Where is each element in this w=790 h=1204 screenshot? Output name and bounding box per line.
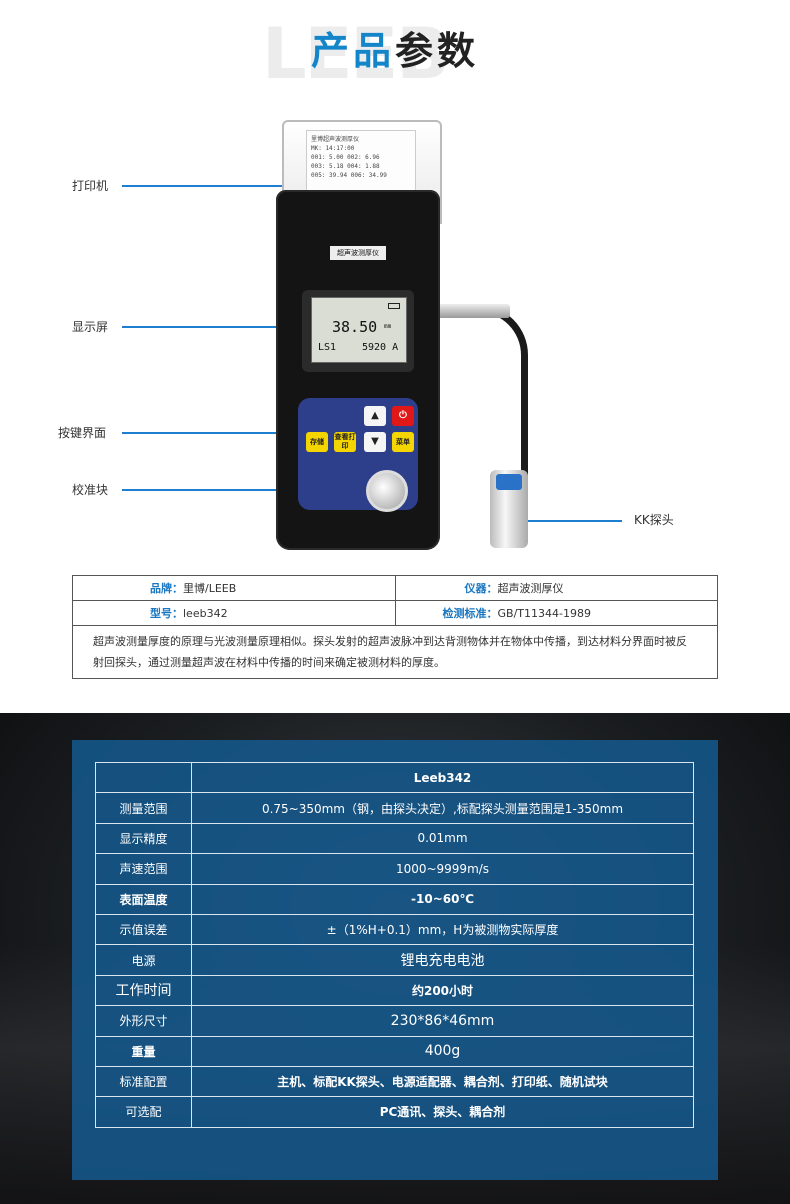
down-arrow-icon[interactable]: ▼ [364, 432, 386, 452]
spec-value: 230*86*46mm [191, 1005, 694, 1037]
callout-calibration-line [122, 489, 372, 491]
spec-value: -10~60℃ [191, 883, 694, 915]
up-arrow-icon[interactable]: ▲ [364, 406, 386, 426]
page-title: 产品参数 [0, 26, 790, 76]
spec-key: 声速范围 [95, 853, 192, 885]
device-screen: 38.50 mm LS1 5920 A [311, 297, 407, 363]
callout-keypad-label: 按键界面 [58, 426, 107, 440]
spec-row: 工作时间约200小时 [95, 974, 694, 1007]
spec-header-model: Leeb342 [191, 761, 694, 794]
callout-display-label: 显示屏 [72, 320, 109, 334]
spec-key: 电源 [95, 944, 192, 976]
info-row: 品牌： 里博/LEEB 仪器： 超声波测厚仪 [73, 576, 717, 601]
spec-value: 1000~9999m/s [191, 853, 694, 885]
spec-key: 表面温度 [95, 883, 192, 915]
spec-key: 工作时间 [95, 974, 192, 1007]
spec-value: ±（1%H+0.1）mm，H为被测物实际厚度 [191, 913, 694, 946]
spec-value: 400g [191, 1035, 694, 1067]
probe-cap [496, 474, 522, 490]
info-cell: 仪器： 超声波测厚仪 [394, 576, 718, 600]
spec-row: 表面温度-10~60℃ [95, 883, 694, 915]
calibration-block [366, 470, 408, 512]
menu-key[interactable]: 菜单 [392, 432, 414, 452]
product-info-table: 品牌： 里博/LEEB 仪器： 超声波测厚仪 型号： leeb342 检测标准：… [72, 575, 718, 679]
instrument-value: 超声波测厚仪 [497, 582, 564, 595]
device-illustration: 打印机 显示屏 按键界面 校准块 KK探头 里博超声波测厚仪 MK: 14:17… [0, 110, 790, 565]
screen-speed: 5920 A [362, 342, 399, 353]
printout-line: MK: 14:17:00 [311, 145, 355, 152]
spec-header-blank [95, 761, 192, 794]
spec-value: 0.01mm [191, 822, 694, 855]
info-cell: 检测标准： GB/T11344-1989 [394, 601, 718, 625]
model-key: 型号： [150, 607, 183, 620]
product-description: 超声波测量厚度的原理与光波测量原理相似。探头发射的超声波脉冲到达背测物体并在物体… [93, 635, 687, 669]
spec-row: 电源锂电充电电池 [95, 944, 694, 976]
instrument-key: 仪器： [464, 582, 498, 595]
screen-ls: LS1 [318, 342, 337, 353]
spec-row: 标准配置主机、标配KK探头、电源适配器、耦合剂、打印纸、随机试块 [95, 1065, 694, 1098]
view-print-key[interactable]: 查看打印 [334, 432, 356, 452]
header-watermark: LEEB [262, 13, 450, 95]
model-value: leeb342 [183, 606, 228, 620]
spec-key: 测量范围 [95, 792, 192, 824]
printout-line: 001: 5.00 002: 6.96 [311, 154, 380, 161]
spec-key: 可选配 [95, 1096, 192, 1128]
brand-value: 里博/LEEB [183, 582, 237, 595]
screen-unit: mm [384, 323, 392, 330]
screen-reading: 38.50 [332, 318, 378, 336]
store-key[interactable]: 存储 [306, 432, 328, 452]
standard-key: 检测标准： [442, 607, 498, 620]
spec-value: 主机、标配KK探头、电源适配器、耦合剂、打印纸、随机试块 [191, 1065, 694, 1098]
standard-value: GB/T11344-1989 [497, 606, 591, 620]
callout-display-line [122, 326, 318, 328]
callout-calibration-label: 校准块 [72, 483, 109, 497]
info-cell: 型号： leeb342 [73, 601, 395, 625]
brand-key: 品牌： [150, 582, 183, 595]
info-cell: 品牌： 里博/LEEB [73, 576, 395, 600]
callout-printer-label: 打印机 [72, 179, 109, 193]
spec-key: 外形尺寸 [95, 1005, 192, 1037]
printout-line: 005: 39.94 006: 34.99 [311, 172, 387, 179]
spec-value: PC通讯、探头、耦合剂 [191, 1096, 694, 1128]
callout-probe-label: KK探头 [634, 513, 674, 527]
spec-row: 示值误差±（1%H+0.1）mm，H为被测物实际厚度 [95, 913, 694, 946]
spec-header-row: Leeb342 [95, 761, 694, 794]
spec-value: 约200小时 [191, 974, 694, 1007]
cable-connector [438, 304, 510, 318]
spec-key: 显示精度 [95, 822, 192, 855]
printout-line: 里博超声波测厚仪 [311, 136, 360, 143]
device-body-label: 超声波测厚仪 [330, 246, 386, 260]
callout-keypad-line [122, 432, 304, 434]
callout-printer-line [122, 185, 290, 187]
callout-probe-line [528, 520, 622, 522]
battery-icon [388, 303, 400, 309]
title-part2: 参数 [395, 29, 480, 73]
spec-value: 锂电充电电池 [191, 944, 694, 976]
title-part1: 产品 [310, 29, 395, 73]
spec-key: 重量 [95, 1035, 192, 1067]
power-icon[interactable]: ⏻ [392, 406, 414, 426]
info-row: 型号： leeb342 检测标准： GB/T11344-1989 [73, 601, 717, 626]
page-header: LEEB 产品参数 [0, 0, 790, 100]
spec-value: 0.75~350mm（钢，由探头决定）,标配探头测量范围是1-350mm [191, 792, 694, 824]
spec-key: 示值误差 [95, 913, 192, 946]
printout-line: 003: 5.18 004: 1.88 [311, 163, 380, 170]
spec-key: 标准配置 [95, 1065, 192, 1098]
